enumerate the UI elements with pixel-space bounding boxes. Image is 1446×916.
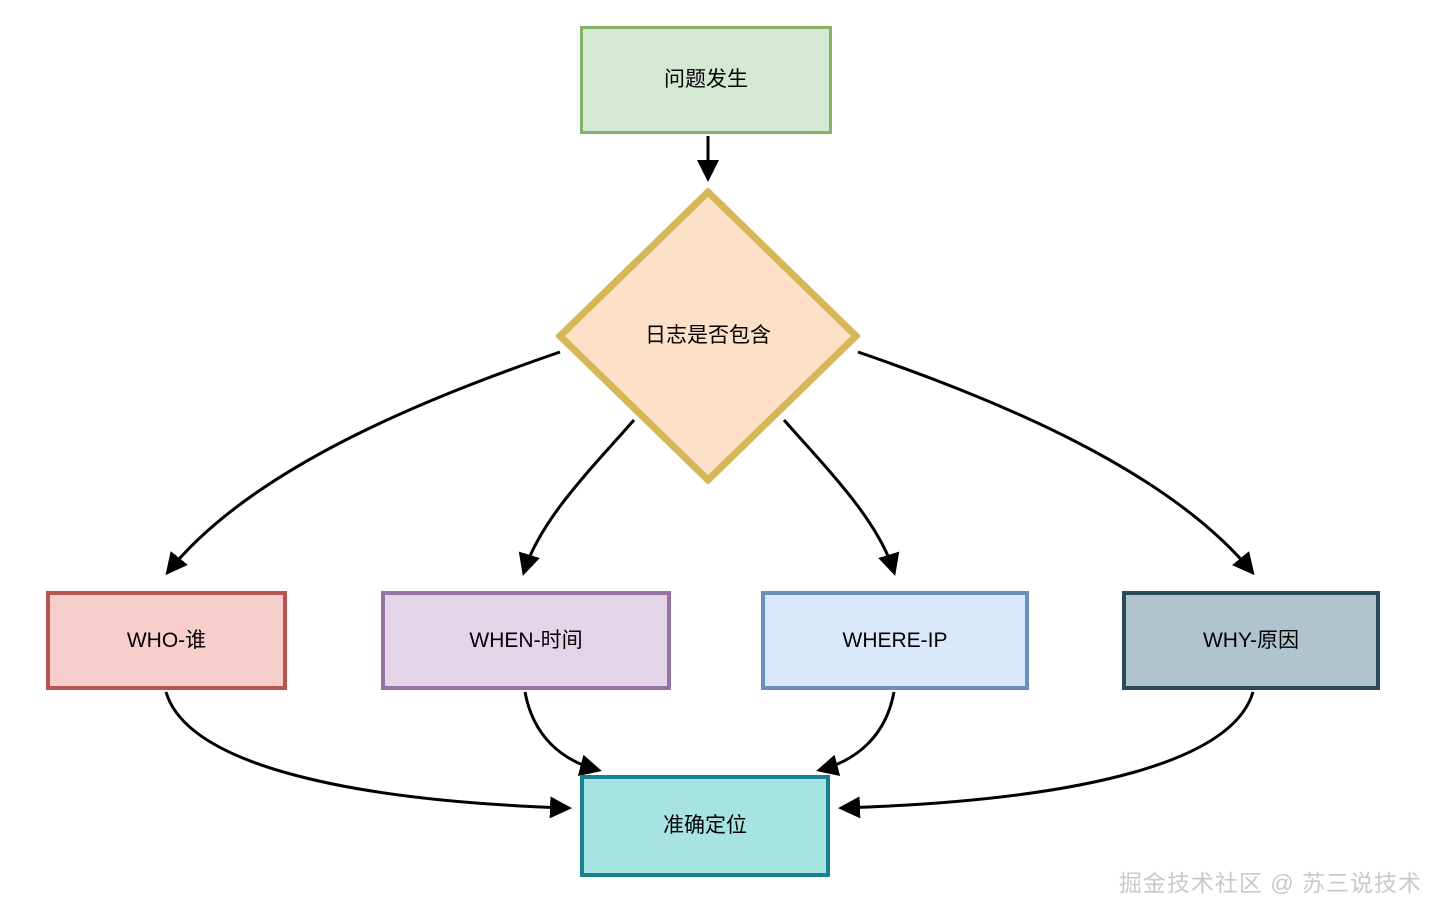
- edge-decision-to-who: [165, 350, 561, 576]
- edge-where-to-end: [816, 691, 896, 777]
- node-label-why: WHY-原因: [1202, 628, 1300, 652]
- node-why[interactable]: WHY-原因: [1122, 591, 1380, 690]
- node-label-when: WHEN-时间: [469, 628, 583, 652]
- edge-when-to-end: [523, 691, 602, 777]
- node-label-end: 准确定位: [663, 814, 747, 838]
- node-problem-occurs[interactable]: 问题发生: [580, 26, 832, 134]
- diamond-shape: [556, 188, 860, 484]
- node-label-decision: 日志是否包含: [645, 324, 771, 348]
- edge-decision-to-why: [857, 350, 1255, 576]
- watermark: 掘金技术社区 @ 苏三说技术: [1118, 870, 1422, 896]
- node-decision-log-contains[interactable]: 日志是否包含: [556, 188, 860, 484]
- node-when[interactable]: WHEN-时间: [381, 591, 671, 690]
- edge-why-to-end: [838, 691, 1255, 819]
- node-accurate-location[interactable]: 准确定位: [580, 775, 830, 877]
- node-label-who: WHO-谁: [126, 628, 207, 652]
- node-where[interactable]: WHERE-IP: [761, 591, 1029, 690]
- edge-who-to-end: [164, 691, 572, 819]
- node-who[interactable]: WHO-谁: [46, 591, 287, 690]
- node-label-start: 问题发生: [664, 68, 748, 92]
- node-label-where: WHERE-IP: [842, 628, 948, 652]
